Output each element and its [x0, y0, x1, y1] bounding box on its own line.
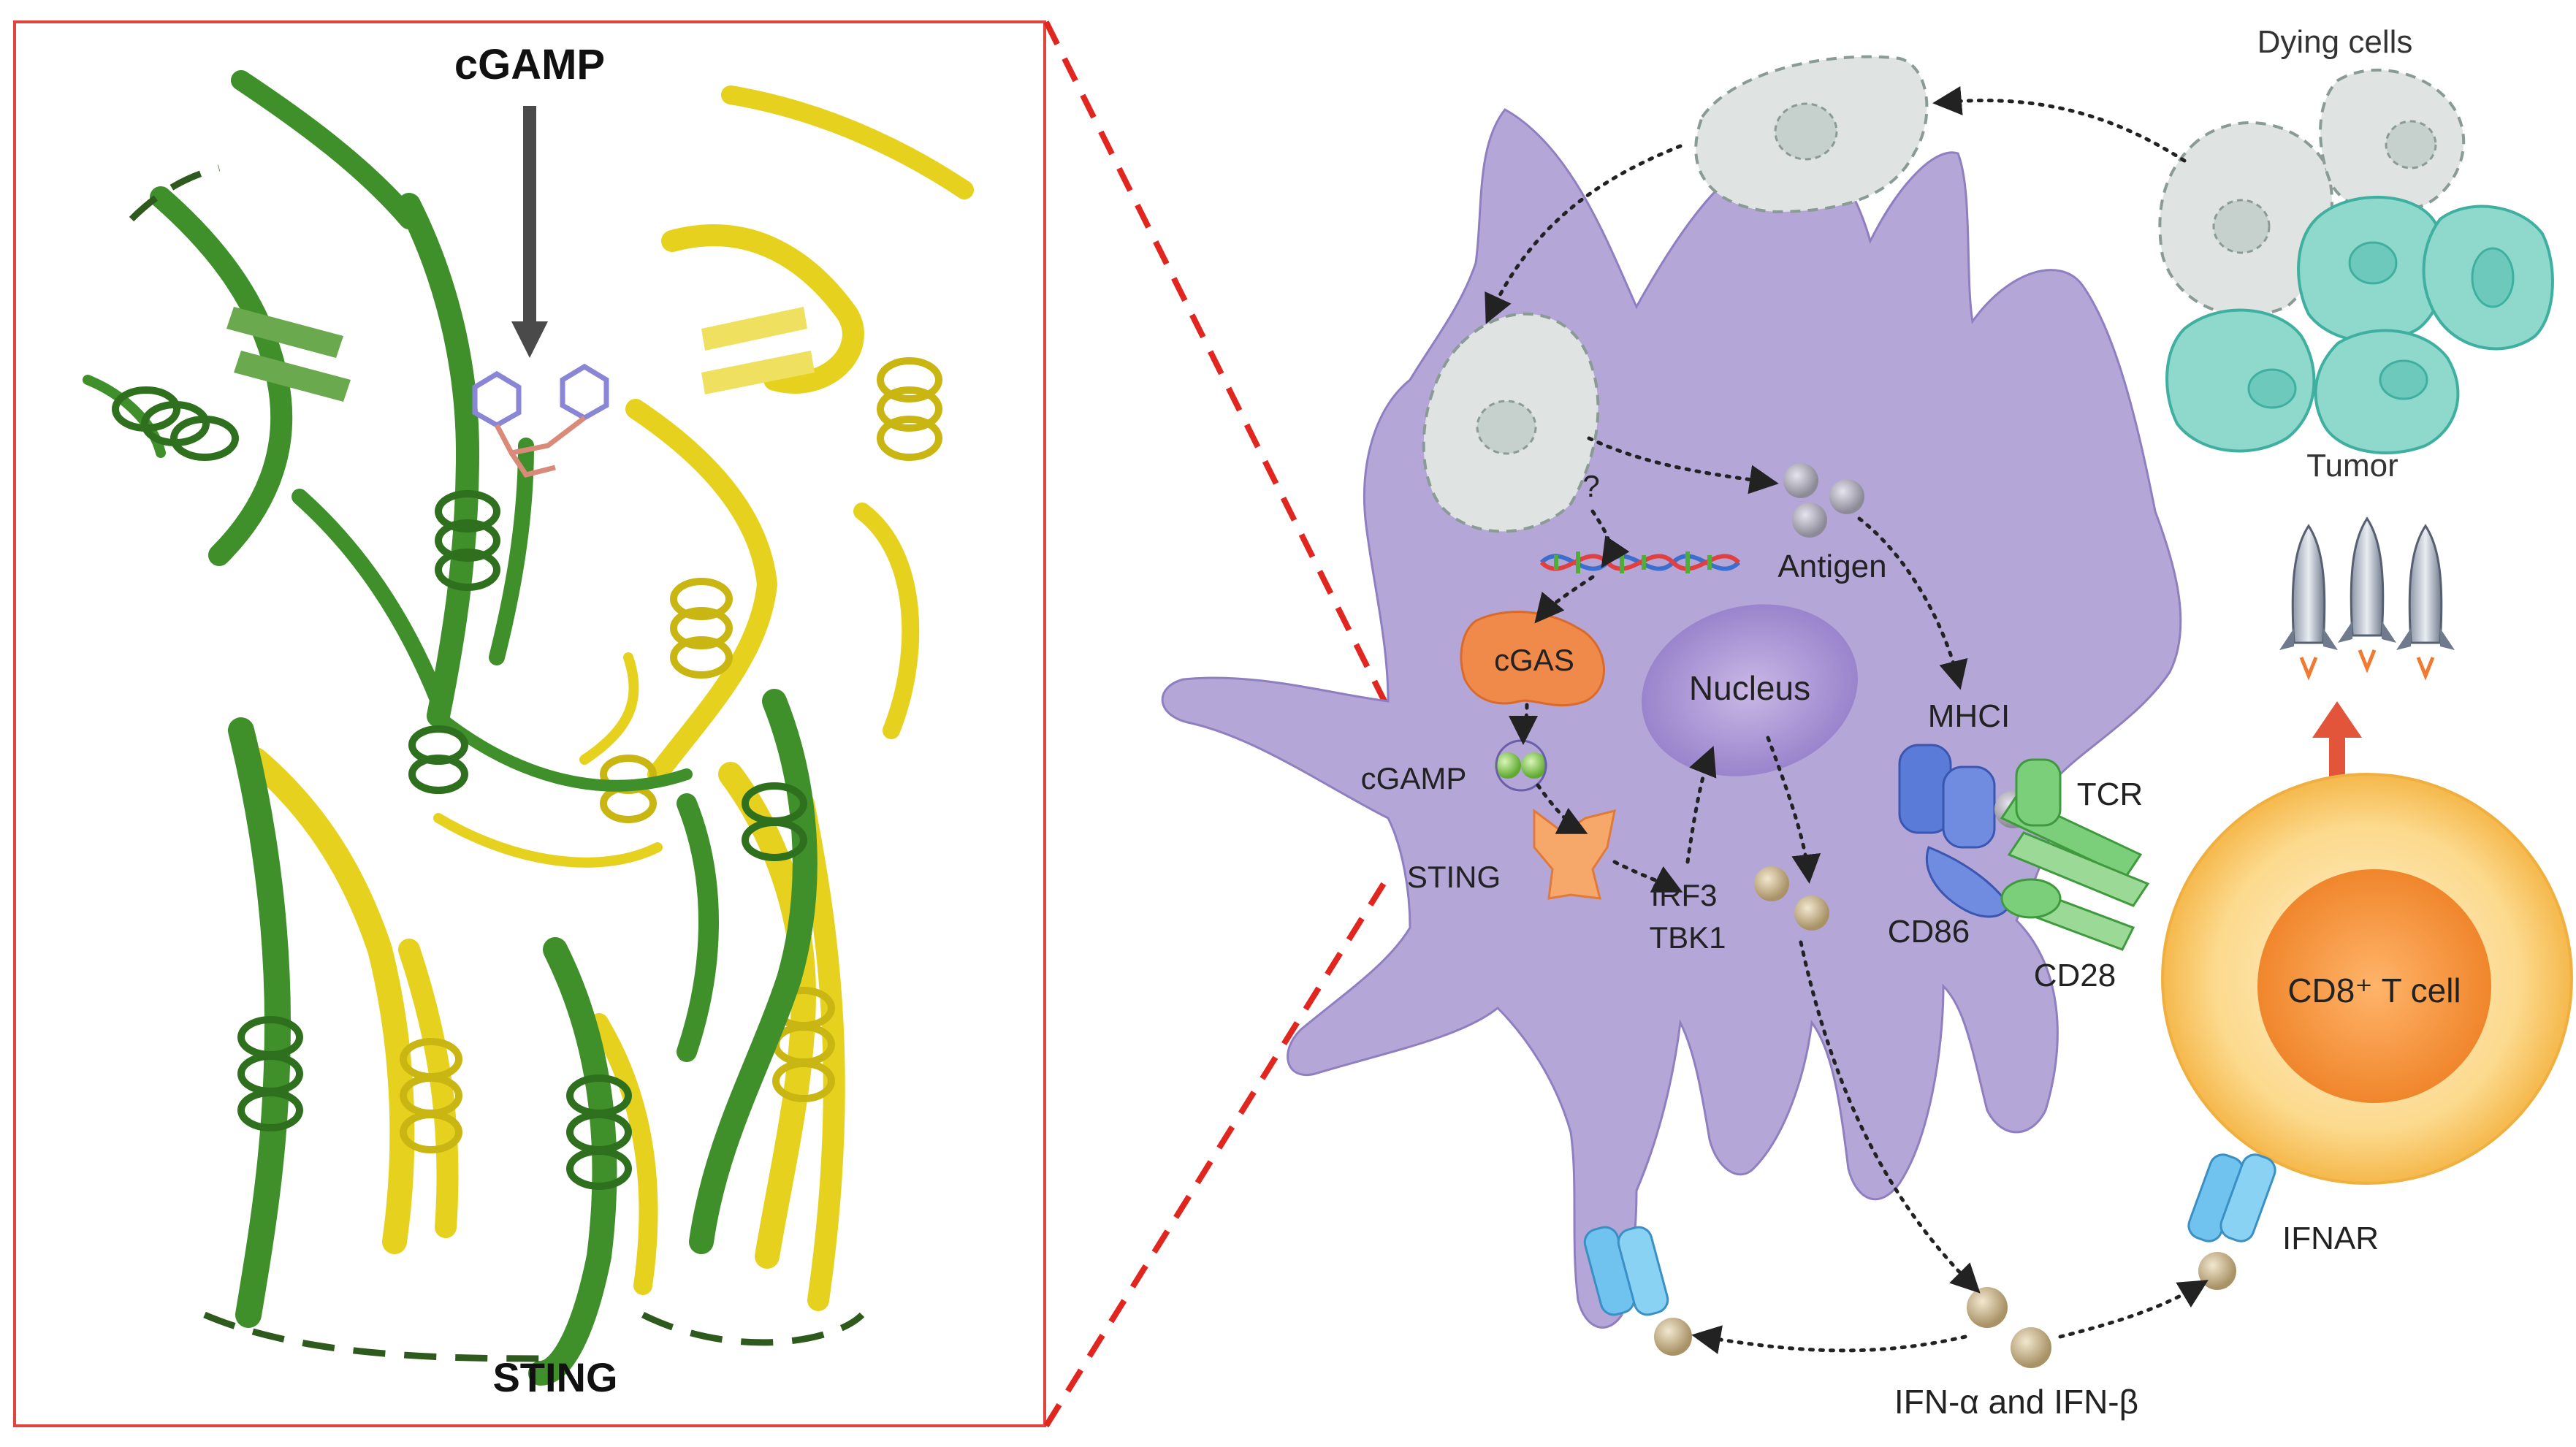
- tcell-activation-arrow: [2312, 701, 2362, 782]
- antigen-particles: [1783, 463, 1864, 538]
- disordered-loops: [129, 164, 865, 1362]
- ifnar-receptor-dendritic: [1583, 1226, 1669, 1316]
- unknown-mechanism-label: ?: [1582, 469, 1599, 503]
- ifn-bound-particle: [2198, 1252, 2236, 1290]
- nucleus-label: Nucleus: [1689, 669, 1810, 707]
- cd28-receptor: [2000, 878, 2135, 951]
- dying-cells-label: Dying cells: [2257, 24, 2413, 60]
- ifnar-receptor: [2187, 1153, 2276, 1242]
- sting-pathway-label: STING: [1407, 860, 1501, 894]
- t-cell-nucleus: [2257, 869, 2491, 1103]
- tumor-label: Tumor: [2306, 448, 2398, 484]
- cd86-label: CD86: [1888, 914, 1970, 950]
- structure-panel: cGAMP: [13, 20, 1046, 1427]
- cd28-label: CD28: [2034, 958, 2116, 993]
- ifn-particle: [1754, 866, 1789, 901]
- rocket-icon: [2279, 524, 2338, 681]
- sting-chain-b: [243, 85, 974, 1311]
- ifn-particle: [1967, 1287, 2008, 1328]
- ifn-bound-particle: [1654, 1318, 1692, 1356]
- mhci-receptor: [1898, 744, 1996, 849]
- chain-a-helix-coils: [112, 386, 807, 1190]
- tbk1-label: TBK1: [1649, 920, 1726, 955]
- cgamp-structure-label: cGAMP: [454, 41, 605, 88]
- ifn-particle: [1794, 896, 1829, 931]
- ifn-particle: [2011, 1327, 2051, 1368]
- rocket-icon: [2396, 524, 2455, 681]
- pathway-arrows: [1485, 85, 2209, 1354]
- tcell-label: CD8⁺ T cell: [2287, 971, 2461, 1009]
- cd86-receptor: [1925, 846, 2011, 918]
- zoom-lines: [1043, 20, 1391, 1428]
- sting-structure-label: STING: [492, 1354, 617, 1400]
- antigen-label: Antigen: [1777, 549, 1886, 584]
- mhci-label: MHCI: [1928, 698, 2010, 734]
- tcr-label: TCR: [2077, 776, 2143, 812]
- pathway-panel: Nucleus cGAS ? cGAMP STING IRF3 TBK1 A: [1161, 24, 2573, 1421]
- rocket-icon: [2338, 516, 2396, 673]
- cgas-label: cGAS: [1494, 643, 1574, 677]
- beta-sheet-arrows: [226, 307, 815, 402]
- nucleus: [1642, 604, 1858, 776]
- tumor-cluster: [2158, 68, 2554, 454]
- cgamp-pathway-label: cGAMP: [1361, 761, 1467, 795]
- cgamp-ligand: [472, 363, 609, 478]
- ifnar-label: IFNAR: [2282, 1221, 2379, 1256]
- cgamp-pointer-arrow: [523, 106, 536, 325]
- ifn-label: IFN-α and IFN-β: [1894, 1383, 2138, 1421]
- tcr-receptor: [2000, 758, 2150, 907]
